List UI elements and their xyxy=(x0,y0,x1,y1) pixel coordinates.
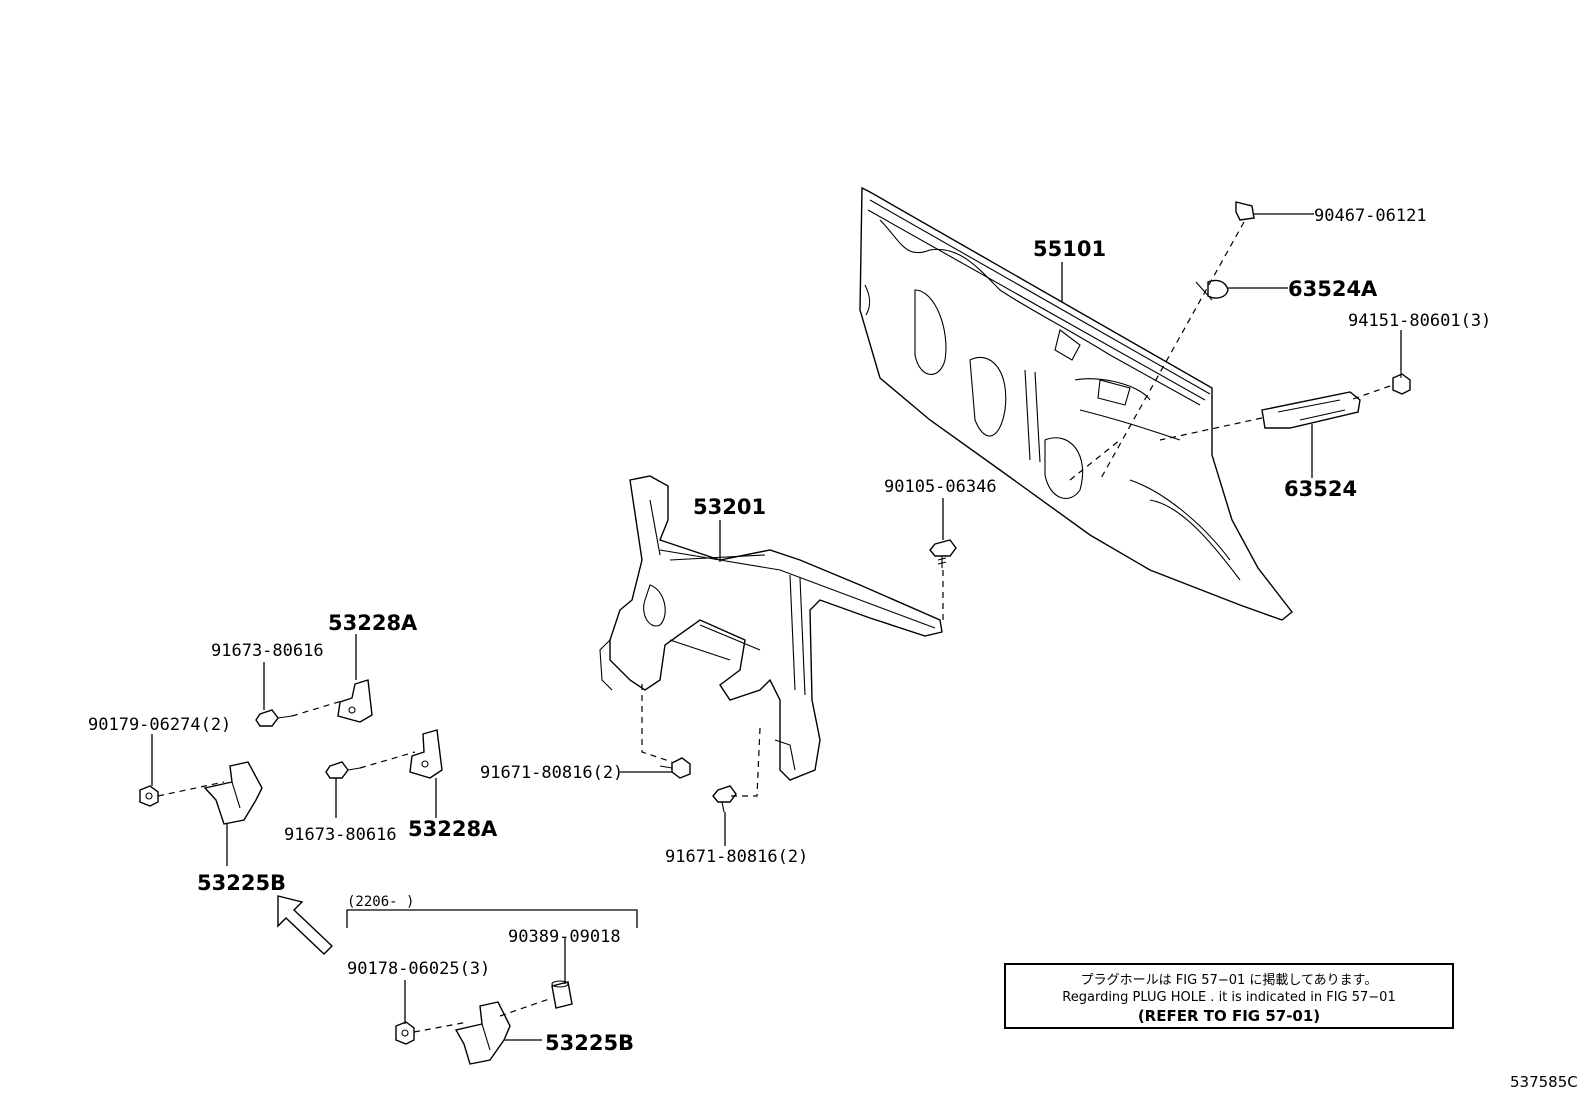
label-91671-80816-b: 91671-80816(2) xyxy=(665,847,808,867)
spacer-90389-09018 xyxy=(551,980,573,1009)
clip-90467-06121 xyxy=(1235,201,1255,221)
dashed-connection-lines xyxy=(157,221,1391,1033)
bracket-53225B-top xyxy=(203,761,263,825)
reference-note-box: プラグホールは FIG 57−01 に掲載してあります。 Regarding P… xyxy=(1004,963,1454,1029)
label-63524: 63524 xyxy=(1284,477,1357,501)
bracket-63524A xyxy=(1195,279,1229,301)
figure-id: 537585C xyxy=(1510,1073,1578,1091)
label-63524A: 63524A xyxy=(1288,277,1378,301)
bolt-91673-80616-top xyxy=(255,709,293,727)
label-53228A-bottom: 53228A xyxy=(408,817,498,841)
bolt-90105-06346 xyxy=(929,539,957,568)
bracket-53228A-bottom xyxy=(409,729,443,779)
label-90389-09018: 90389-09018 xyxy=(508,927,621,947)
label-90178-06025: 90178-06025(3) xyxy=(347,959,490,979)
nut-94151-80601 xyxy=(1392,368,1411,395)
label-53228A-top: 53228A xyxy=(328,611,418,635)
label-91673-80616-bottom: 91673-80616 xyxy=(284,825,397,845)
dash-panel-55101 xyxy=(859,186,1293,621)
label-90105-06346: 90105-06346 xyxy=(884,477,997,497)
label-2206: (2206- ) xyxy=(347,894,414,910)
nut-90178-06025 xyxy=(395,1021,415,1045)
bracket-group-2206 xyxy=(346,909,638,928)
bolt-91671-80816-a xyxy=(659,757,691,779)
bolt-91673-80616-bottom xyxy=(325,761,361,779)
bracket-53225B-bottom xyxy=(454,1001,511,1065)
bolt-91671-80816-b xyxy=(712,785,737,813)
label-53225B-bottom: 53225B xyxy=(545,1031,634,1055)
label-94151-80601: 94151-80601(3) xyxy=(1348,311,1491,331)
label-90467-06121: 90467-06121 xyxy=(1314,206,1427,226)
bracket-63524 xyxy=(1261,391,1361,429)
label-91671-80816-a: 91671-80816(2) xyxy=(480,763,623,783)
label-91673-80616-top: 91673-80616 xyxy=(211,641,324,661)
label-53201: 53201 xyxy=(693,495,766,519)
nut-90179-06274 xyxy=(139,785,159,807)
note-line-english: Regarding PLUG HOLE . it is indicated in… xyxy=(1062,990,1396,1005)
note-line-refer: (REFER TO FIG 57-01) xyxy=(1137,1007,1321,1025)
bracket-53228A-top xyxy=(337,679,373,723)
part-labels: 55101 90467-06121 63524A 94151-80601(3) … xyxy=(88,206,1491,1055)
cowl-frame-53201 xyxy=(599,475,943,781)
label-53225B-top: 53225B xyxy=(197,871,286,895)
label-55101: 55101 xyxy=(1033,237,1106,261)
label-90179-06274: 90179-06274(2) xyxy=(88,715,231,735)
direction-arrow xyxy=(277,895,334,955)
leader-lines xyxy=(151,213,1402,1041)
note-line-japanese: プラグホールは FIG 57−01 に掲載してあります。 xyxy=(1080,973,1378,988)
